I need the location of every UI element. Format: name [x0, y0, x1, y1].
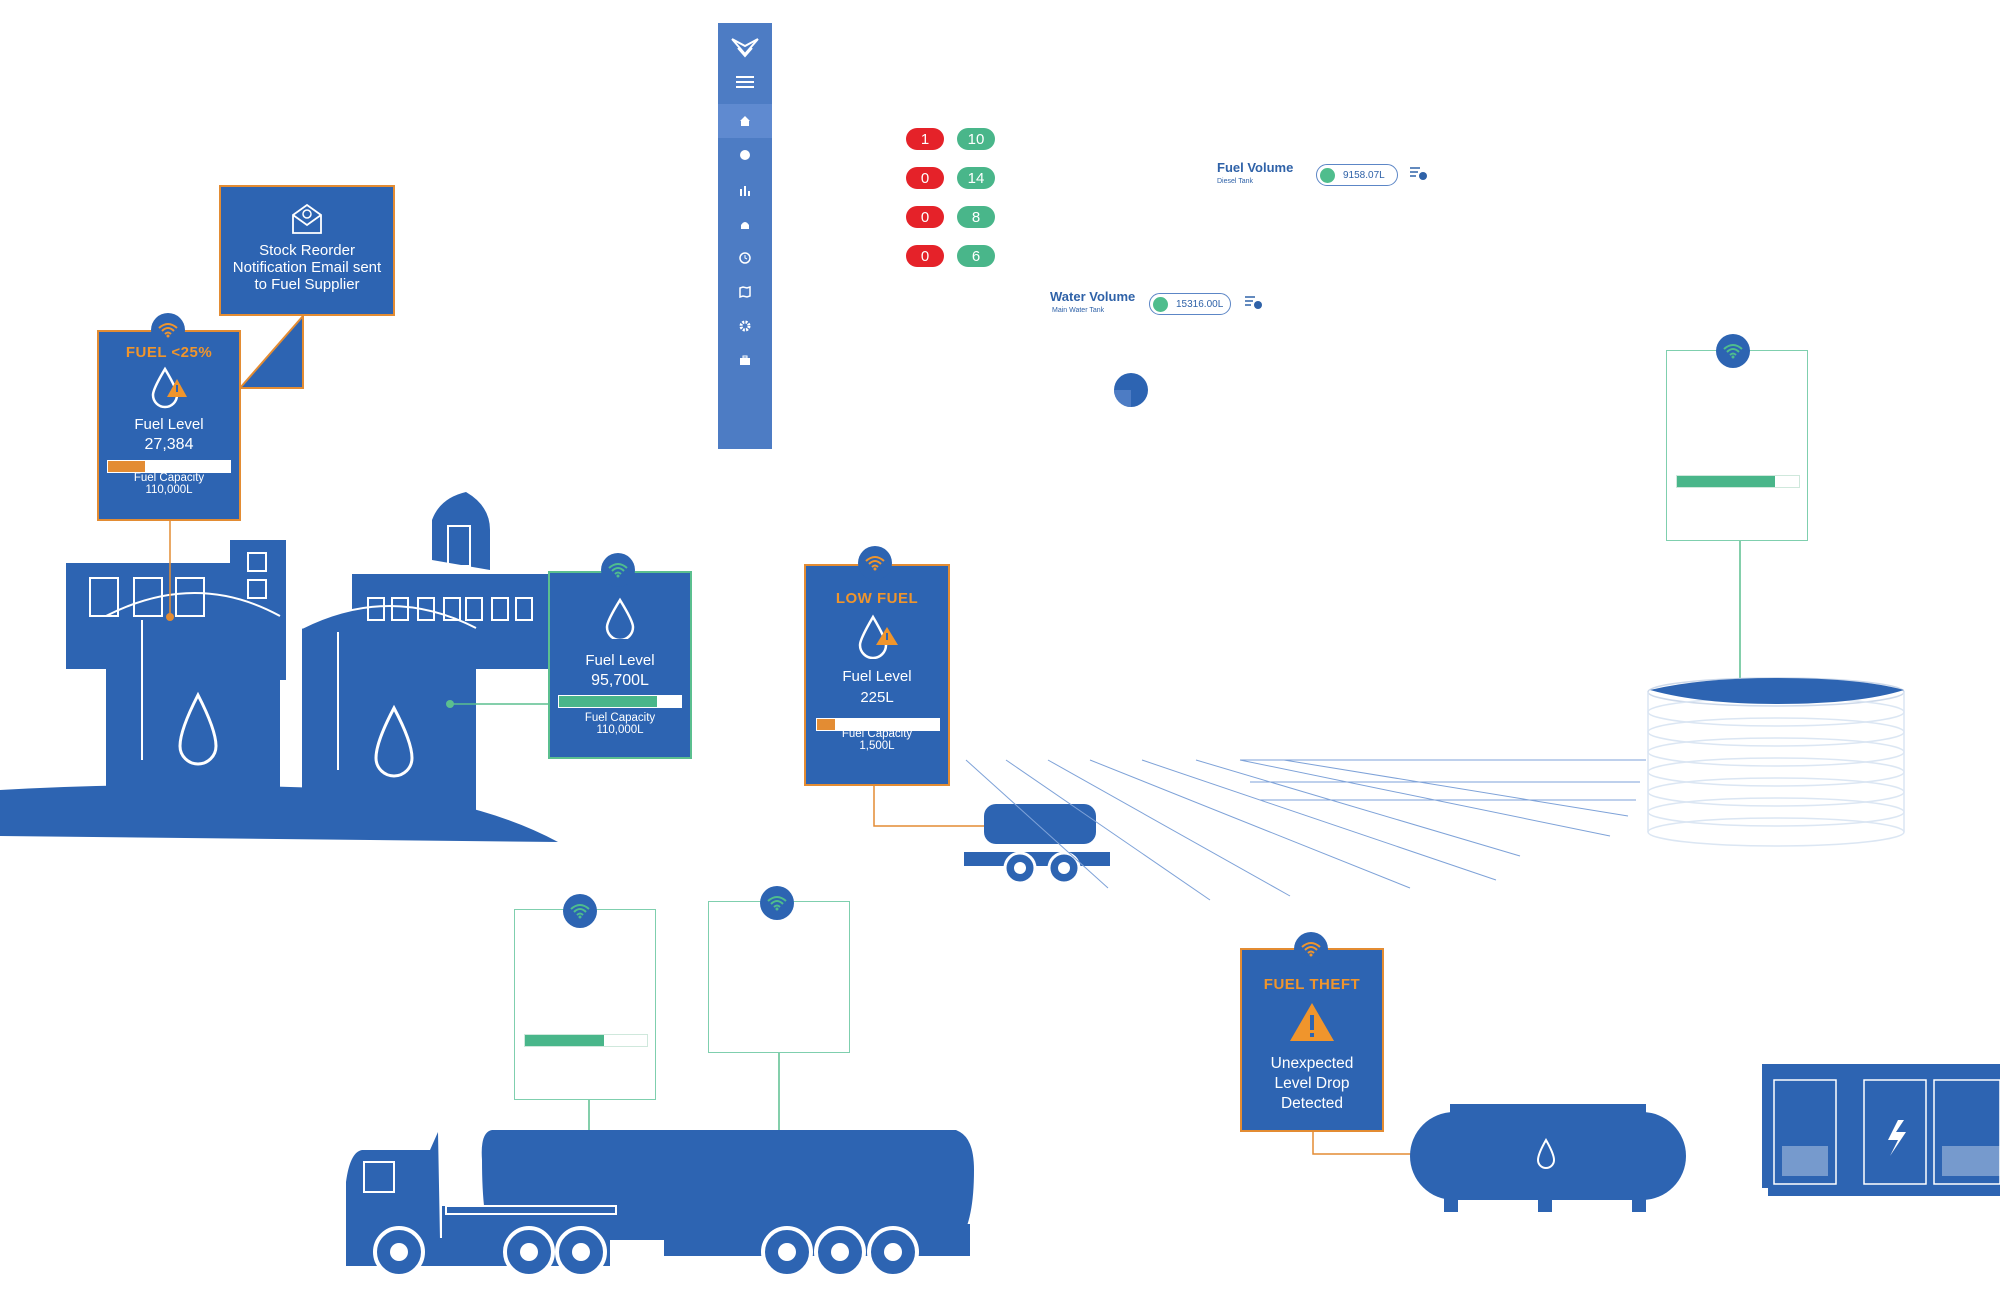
fuel-capacity-label: Fuel Capacity: [584, 712, 656, 724]
storage-tank-illustration: [1410, 1104, 1686, 1212]
sidebar-item-map[interactable]: [718, 275, 772, 309]
clock-icon: [739, 252, 751, 264]
water-volume-value: 15316.00L: [1176, 298, 1224, 310]
sidebar-item-home[interactable]: [718, 104, 772, 138]
sidebar-item-settings[interactable]: [718, 309, 772, 343]
theft-message: Unexpected Level Drop Detected: [1270, 1055, 1354, 1112]
details-icon[interactable]: [1245, 295, 1263, 311]
fuel-volume-subtitle: Diesel Tank: [1217, 178, 1254, 185]
fuel-level-value: 95,700L: [591, 672, 649, 689]
water-level-bar: [1676, 475, 1800, 488]
home-icon: [740, 116, 750, 126]
wifi-icon: [760, 886, 794, 920]
email-icon: [292, 203, 322, 234]
fuel-level-label: Fuel Level: [134, 416, 204, 433]
details-icon[interactable]: [1410, 166, 1428, 182]
wifi-icon: [1294, 932, 1328, 966]
gear-icon: [739, 320, 751, 332]
reorder-notification-card: Stock Reorder Notification Email sent to…: [219, 185, 395, 316]
sidebar-item-jobs[interactable]: [718, 343, 772, 377]
menu-icon[interactable]: [718, 65, 772, 99]
fuel-level-value: 27,384: [144, 436, 194, 453]
wifi-icon: [858, 546, 892, 580]
truck-sensor-card-2[interactable]: [708, 901, 850, 1053]
fuel-volume-indicator[interactable]: 9158.07L: [1316, 164, 1398, 186]
tank-a-sensor-card[interactable]: FUEL <25% Fuel Level 27,384 Fuel Capacit…: [97, 330, 241, 521]
water-volume-subtitle: Main Water Tank: [1052, 307, 1105, 314]
alarm-icon: [741, 222, 749, 229]
fuel-depot-illustration: [0, 492, 580, 842]
wifi-icon: [563, 894, 597, 928]
trailer-sensor-card[interactable]: LOW FUEL Fuel Level 225L Fuel Capacity 1…: [804, 564, 950, 786]
sidebar-item-analytics[interactable]: [718, 173, 772, 207]
fuel-capacity-value: 110,000L: [596, 724, 644, 736]
sidebar-item-alarms[interactable]: [718, 207, 772, 241]
fuel-level-bar: [816, 718, 940, 731]
tank-b-sensor-card[interactable]: Fuel Level 95,700L Fuel Capacity 110,000…: [548, 571, 692, 759]
fuel-drop-icon: [605, 597, 635, 642]
fuel-volume-value: 9158.07L: [1343, 169, 1385, 181]
fuel-level-bar: [558, 695, 682, 708]
fuel-capacity-label: Fuel Capacity: [841, 728, 913, 740]
fuel-capacity-label: Fuel Capacity: [133, 472, 205, 484]
alert-count-badge[interactable]: 0: [906, 245, 944, 267]
logo-icon[interactable]: [718, 31, 772, 65]
wifi-icon: [151, 313, 185, 347]
wifi-icon: [1716, 334, 1750, 368]
notification-text: Stock Reorder Notification Email sent to…: [232, 242, 382, 293]
alert-count-badge[interactable]: 1: [906, 128, 944, 150]
ok-count-badge[interactable]: 14: [957, 167, 995, 189]
irrigation-lines-illustration: [965, 759, 1646, 901]
fuel-volume-title: Fuel Volume: [1217, 160, 1294, 175]
water-tank-sensor-card[interactable]: [1666, 350, 1808, 541]
fuel-level-label: Fuel Level: [585, 652, 655, 669]
globe-icon: [740, 150, 750, 160]
sidebar-item-history[interactable]: [718, 241, 772, 275]
alert-label: FUEL <25%: [125, 344, 213, 361]
ok-count-badge[interactable]: 8: [957, 206, 995, 228]
ok-count-badge[interactable]: 10: [957, 128, 995, 150]
fuel-capacity-value: 110,000L: [145, 484, 193, 496]
water-volume-title: Water Volume: [1050, 289, 1136, 304]
alert-label: FUEL THEFT: [1263, 976, 1361, 993]
fuel-trailer-illustration: [964, 804, 1110, 885]
briefcase-icon: [740, 355, 750, 365]
fuel-theft-alert-card[interactable]: FUEL THEFT Unexpected Level Drop Detecte…: [1240, 948, 1384, 1132]
truck-sensor-card-1[interactable]: [514, 909, 656, 1100]
ok-count-badge[interactable]: 6: [957, 245, 995, 267]
alert-label: LOW FUEL: [835, 590, 919, 607]
sidebar-item-globe[interactable]: [718, 138, 772, 172]
fuel-capacity-value: 1,500L: [859, 740, 895, 752]
warning-icon: [1290, 1003, 1334, 1041]
fuel-level-bar: [524, 1034, 648, 1047]
alert-count-badge[interactable]: 0: [906, 206, 944, 228]
fuel-level-label: Fuel Level: [842, 668, 912, 685]
status-dot: [1153, 296, 1168, 312]
water-volume-indicator[interactable]: 15316.00L: [1149, 293, 1231, 315]
wifi-icon: [601, 553, 635, 587]
sidebar-nav: [718, 23, 772, 449]
fuel-level-value: 225L: [860, 689, 894, 706]
fuel-drop-warning-icon: [858, 614, 898, 660]
bar-chart-icon: [740, 186, 750, 196]
status-dot: [1320, 167, 1335, 183]
generator-illustration: [1762, 1064, 2000, 1196]
fuel-drop-warning-icon: [151, 366, 187, 409]
alert-count-badge[interactable]: 0: [906, 167, 944, 189]
fuel-level-bar: [107, 460, 231, 473]
map-icon: [739, 286, 751, 298]
